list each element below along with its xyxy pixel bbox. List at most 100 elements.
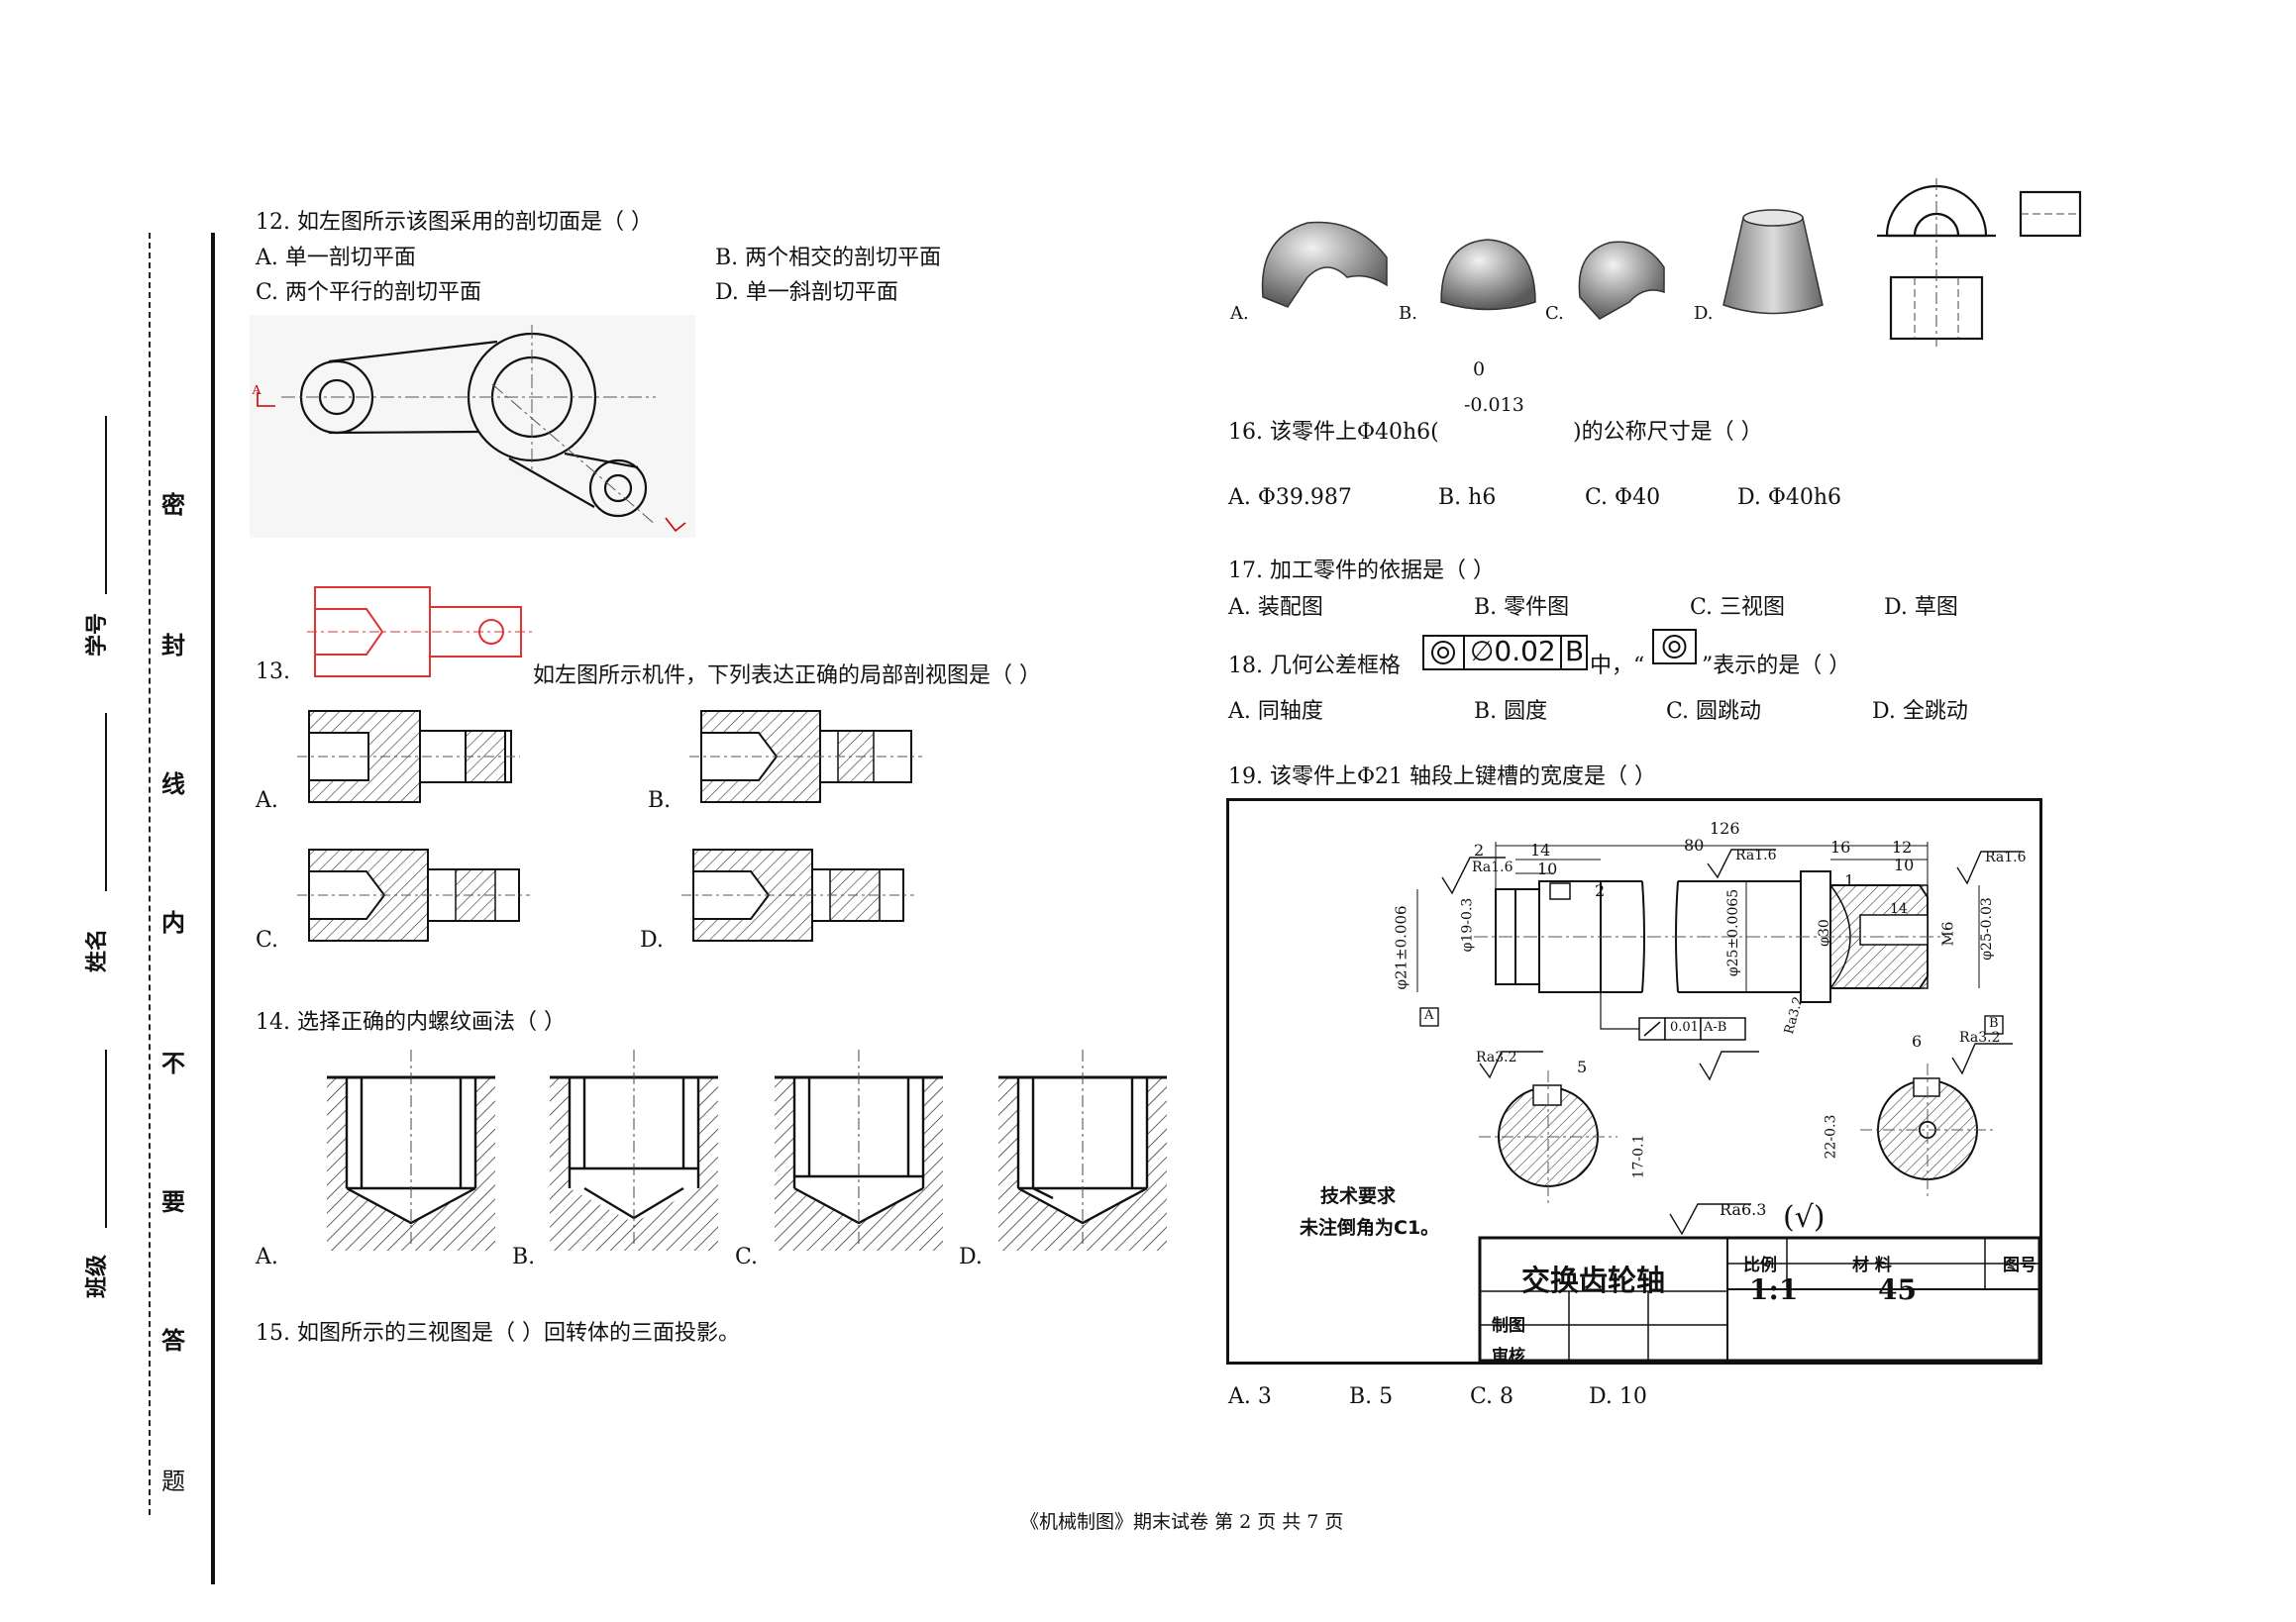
binding-bar — [211, 233, 215, 1584]
q13-option-b: B. — [648, 788, 672, 813]
q17-option-b: B. 零件图 — [1474, 595, 1570, 620]
title-block-material-label: 材 料 — [1852, 1256, 1892, 1275]
q17-option-d: D. 草图 — [1884, 595, 1958, 620]
q18-option-d: D. 全跳动 — [1872, 699, 1968, 724]
q16-stem-pre: 16. 该零件上Φ40h6( — [1228, 420, 1439, 445]
q13-option-d: D. — [640, 928, 664, 953]
q12-option-a: A. 单一剖切平面 — [256, 246, 416, 270]
q14-figures — [327, 1050, 1167, 1251]
dim-12: 12 — [1892, 838, 1913, 857]
tech-requirements-title: 技术要求 — [1320, 1185, 1397, 1207]
q17-option-a: A. 装配图 — [1228, 595, 1323, 620]
dim-16: 16 — [1830, 838, 1851, 857]
q14-option-c: C. — [735, 1245, 759, 1269]
seal-char: 答 — [161, 1326, 185, 1355]
roughness-ra32-a: Ra3.2 — [1476, 1050, 1517, 1065]
q15-option-c: C. — [1545, 303, 1564, 324]
dim-phi21: φ21±0.006 — [1392, 905, 1410, 990]
dim-2b: 2 — [1595, 881, 1606, 900]
q13-part-figure — [307, 586, 533, 677]
dim-key6: 6 — [1912, 1032, 1923, 1051]
q15-figures — [1261, 209, 1824, 320]
q12-figure: A — [250, 315, 695, 538]
dim-17: 17-0.1 — [1630, 1134, 1647, 1179]
roughness-ra32-c: Ra3.2 — [1959, 1030, 2001, 1046]
dim-key5: 5 — [1577, 1058, 1588, 1076]
q13-option-d-figure — [681, 849, 914, 942]
title-block-name: 交换齿轮轴 — [1521, 1264, 1666, 1297]
q15-option-d: D. — [1694, 303, 1714, 324]
q17-stem: 17. 加工零件的依据是（ ） — [1228, 558, 1495, 583]
roughness-ra63-suffix: (√) — [1783, 1200, 1826, 1235]
q16-option-c: C. Φ40 — [1585, 485, 1661, 510]
q16-option-b: B. h6 — [1438, 485, 1497, 510]
title-block-drawing-no-label: 图号 — [2003, 1256, 2036, 1275]
seal-char: 要 — [161, 1187, 185, 1216]
q18-frame-datum: B — [1565, 635, 1585, 667]
q18-stem-pre: 18. 几何公差框格 — [1228, 654, 1401, 678]
seal-char: 不 — [161, 1049, 185, 1077]
q14-option-b: B. — [512, 1245, 536, 1269]
dim-phi30: φ30 — [1816, 919, 1832, 947]
title-block-drawn-label: 制图 — [1492, 1316, 1525, 1336]
name-label: 姓名 — [84, 928, 111, 973]
title-block-checked-label: 审核 — [1492, 1347, 1525, 1367]
q12-option-c: C. 两个平行的剖切平面 — [256, 280, 482, 305]
seal-char: 内 — [161, 908, 185, 937]
student-id-line — [105, 416, 107, 594]
q15-stem: 15. 如图所示的三视图是（ ）回转体的三面投影。 — [256, 1321, 740, 1346]
q19-option-a: A. 3 — [1228, 1384, 1272, 1409]
dim-phi19: φ19-0.3 — [1459, 897, 1476, 953]
page-footer: 《机械制图》期末试卷 第 2 页 共 7 页 — [1020, 1511, 1344, 1533]
q16-tol-upper: 0 — [1473, 358, 1486, 380]
title-block-scale: 1:1 — [1749, 1273, 1799, 1306]
roughness-ra16-b: Ra1.6 — [1735, 848, 1777, 863]
q16-stem-post: )的公称尺寸是（ ） — [1573, 420, 1763, 445]
roughness-ra16-a: Ra1.6 — [1472, 860, 1513, 875]
tech-requirements-text: 未注倒角为C1。 — [1300, 1217, 1440, 1239]
q14-stem: 14. 选择正确的内螺纹画法（ ） — [256, 1010, 566, 1035]
tol-frame-datum: A-B — [1704, 1020, 1727, 1035]
datum-b: B — [1989, 1016, 1999, 1031]
datum-a: A — [1424, 1008, 1434, 1023]
shaft-drawing — [1416, 842, 2041, 1363]
class-line — [105, 1050, 107, 1228]
dim-80: 80 — [1684, 836, 1705, 855]
svg-text:A: A — [252, 383, 262, 398]
q13-number: 13. — [256, 659, 290, 684]
dim-2a: 2 — [1474, 841, 1485, 860]
dim-14b: 14 — [1890, 901, 1908, 917]
q19-stem: 19. 该零件上Φ21 轴段上键槽的宽度是（ ） — [1228, 764, 1656, 789]
q14-option-a: A. — [256, 1245, 278, 1269]
dim-14: 14 — [1530, 841, 1551, 860]
q13-option-c-figure — [297, 849, 530, 942]
q19-option-c: C. 8 — [1470, 1384, 1514, 1409]
q18-stem-mid: 中，“ — [1590, 654, 1645, 678]
q13-option-b-figure — [689, 710, 922, 803]
q14-option-d: D. — [959, 1245, 983, 1269]
seal-char: 封 — [161, 631, 185, 659]
class-label: 班级 — [84, 1254, 111, 1299]
q18-option-c: C. 圆跳动 — [1666, 699, 1762, 724]
title-block-material: 45 — [1878, 1273, 1917, 1306]
q16-tol-lower: -0.013 — [1464, 394, 1524, 416]
seal-char: 线 — [161, 769, 185, 798]
q18-frame-value: ∅0.02 — [1470, 635, 1556, 667]
shaft-drawing-frame — [1226, 798, 2042, 1365]
roughness-ra63: Ra6.3 — [1720, 1200, 1767, 1219]
dim-phi25b: φ25-0.03 — [1978, 897, 1995, 961]
q18-stem-post: ”表示的是（ ） — [1702, 654, 1851, 678]
q15-option-a: A. — [1230, 303, 1249, 324]
q18-option-b: B. 圆度 — [1474, 699, 1548, 724]
roughness-ra16-c: Ra1.6 — [1985, 850, 2027, 865]
q13-option-c: C. — [256, 928, 279, 953]
q12-option-d: D. 单一斜剖切平面 — [715, 280, 898, 305]
seal-char: 题 — [161, 1468, 185, 1495]
q12-stem: 12. 如左图所示该图采用的剖切面是（ ） — [256, 210, 653, 235]
q18-option-a: A. 同轴度 — [1228, 699, 1323, 724]
q15-option-b: B. — [1399, 303, 1417, 324]
title-block-scale-label: 比例 — [1743, 1256, 1777, 1275]
q15-three-views — [1877, 178, 2082, 347]
dim-phi25: φ25±0.0065 — [1725, 888, 1742, 977]
q17-option-c: C. 三视图 — [1690, 595, 1786, 620]
